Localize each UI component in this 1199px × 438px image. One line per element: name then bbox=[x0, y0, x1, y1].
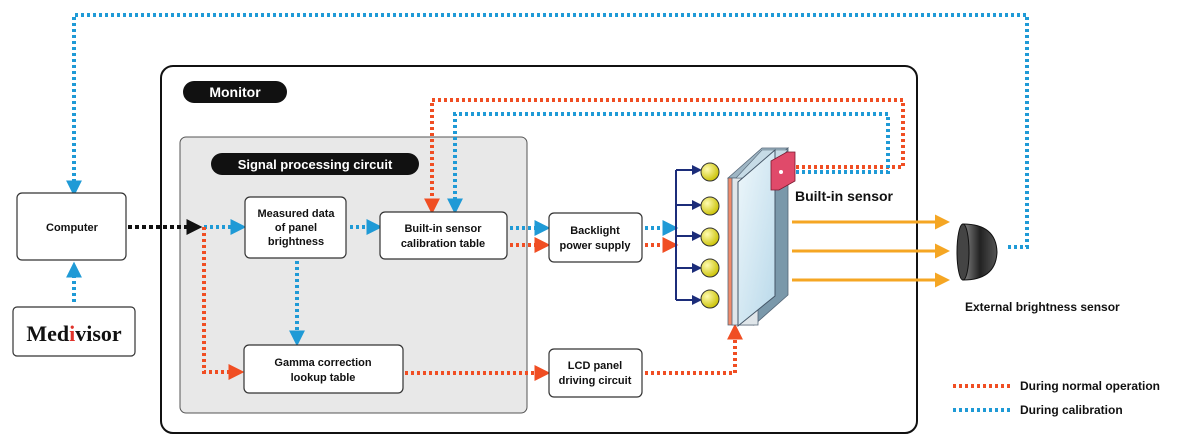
gamma-table-box: Gamma correction lookup table bbox=[243, 344, 404, 394]
measured-label-3: brightness bbox=[268, 236, 324, 248]
medivisor-box: Medivisor bbox=[12, 306, 136, 357]
backlight-lamps bbox=[700, 162, 720, 309]
external-sensor-label: External brightness sensor bbox=[965, 300, 1120, 314]
backlight-power-box: Backlight power supply bbox=[548, 212, 643, 263]
lamp bbox=[700, 258, 720, 278]
gamma-label-2: lookup table bbox=[291, 372, 356, 384]
builtin-sensor bbox=[770, 151, 796, 191]
input-to-gamma-line bbox=[202, 227, 245, 380]
lamp bbox=[700, 196, 720, 216]
external-sensor-calibration-line bbox=[66, 13, 1029, 249]
lcd-to-panel-line bbox=[645, 323, 743, 375]
gamma-label-1: Gamma correction bbox=[274, 357, 371, 369]
backlight-label-1: Backlight bbox=[570, 225, 620, 237]
lcd-label-2: driving circuit bbox=[559, 375, 632, 387]
legend-calibration-label: During calibration bbox=[1020, 403, 1123, 417]
light-rays bbox=[792, 214, 950, 288]
external-sensor-icon bbox=[956, 223, 998, 281]
builtin-sensor-label: Built-in sensor bbox=[795, 188, 894, 204]
medivisor-text-b: visor bbox=[75, 321, 122, 346]
lamp bbox=[700, 162, 720, 182]
measured-data-box: Measured data of panel brightness bbox=[244, 196, 347, 259]
signal-processing-label: Signal processing circuit bbox=[238, 157, 393, 172]
calibration-label-2: calibration table bbox=[401, 238, 485, 250]
medivisor-text-a: Med bbox=[26, 321, 69, 346]
lcd-label-1: LCD panel bbox=[568, 360, 622, 372]
lamp bbox=[700, 227, 720, 247]
computer-label: Computer bbox=[46, 222, 99, 234]
medivisor-text-i: i bbox=[69, 321, 75, 346]
medivisor-logo: Medivisor bbox=[26, 321, 122, 346]
lamp bbox=[700, 289, 720, 309]
backlight-label-2: power supply bbox=[560, 240, 632, 252]
signal-processing-tag: Signal processing circuit bbox=[211, 153, 419, 175]
monitor-tag: Monitor bbox=[183, 81, 287, 103]
lcd-panel bbox=[726, 147, 790, 328]
computer-box: Computer bbox=[16, 192, 127, 261]
calibration-table-box: Built-in sensor calibration table bbox=[379, 211, 508, 260]
backlight-fanout bbox=[675, 165, 702, 305]
legend: During normal operation During calibrati… bbox=[953, 379, 1160, 417]
calibration-label-1: Built-in sensor bbox=[404, 223, 482, 235]
calibration-feedback-line bbox=[447, 112, 890, 215]
normal-feedback-line bbox=[424, 98, 905, 215]
legend-normal-label: During normal operation bbox=[1020, 379, 1160, 393]
monitor-label: Monitor bbox=[209, 84, 261, 100]
lcd-driving-box: LCD panel driving circuit bbox=[548, 348, 643, 398]
measured-label-2: of panel bbox=[275, 222, 317, 234]
measured-label-1: Measured data bbox=[257, 208, 335, 220]
